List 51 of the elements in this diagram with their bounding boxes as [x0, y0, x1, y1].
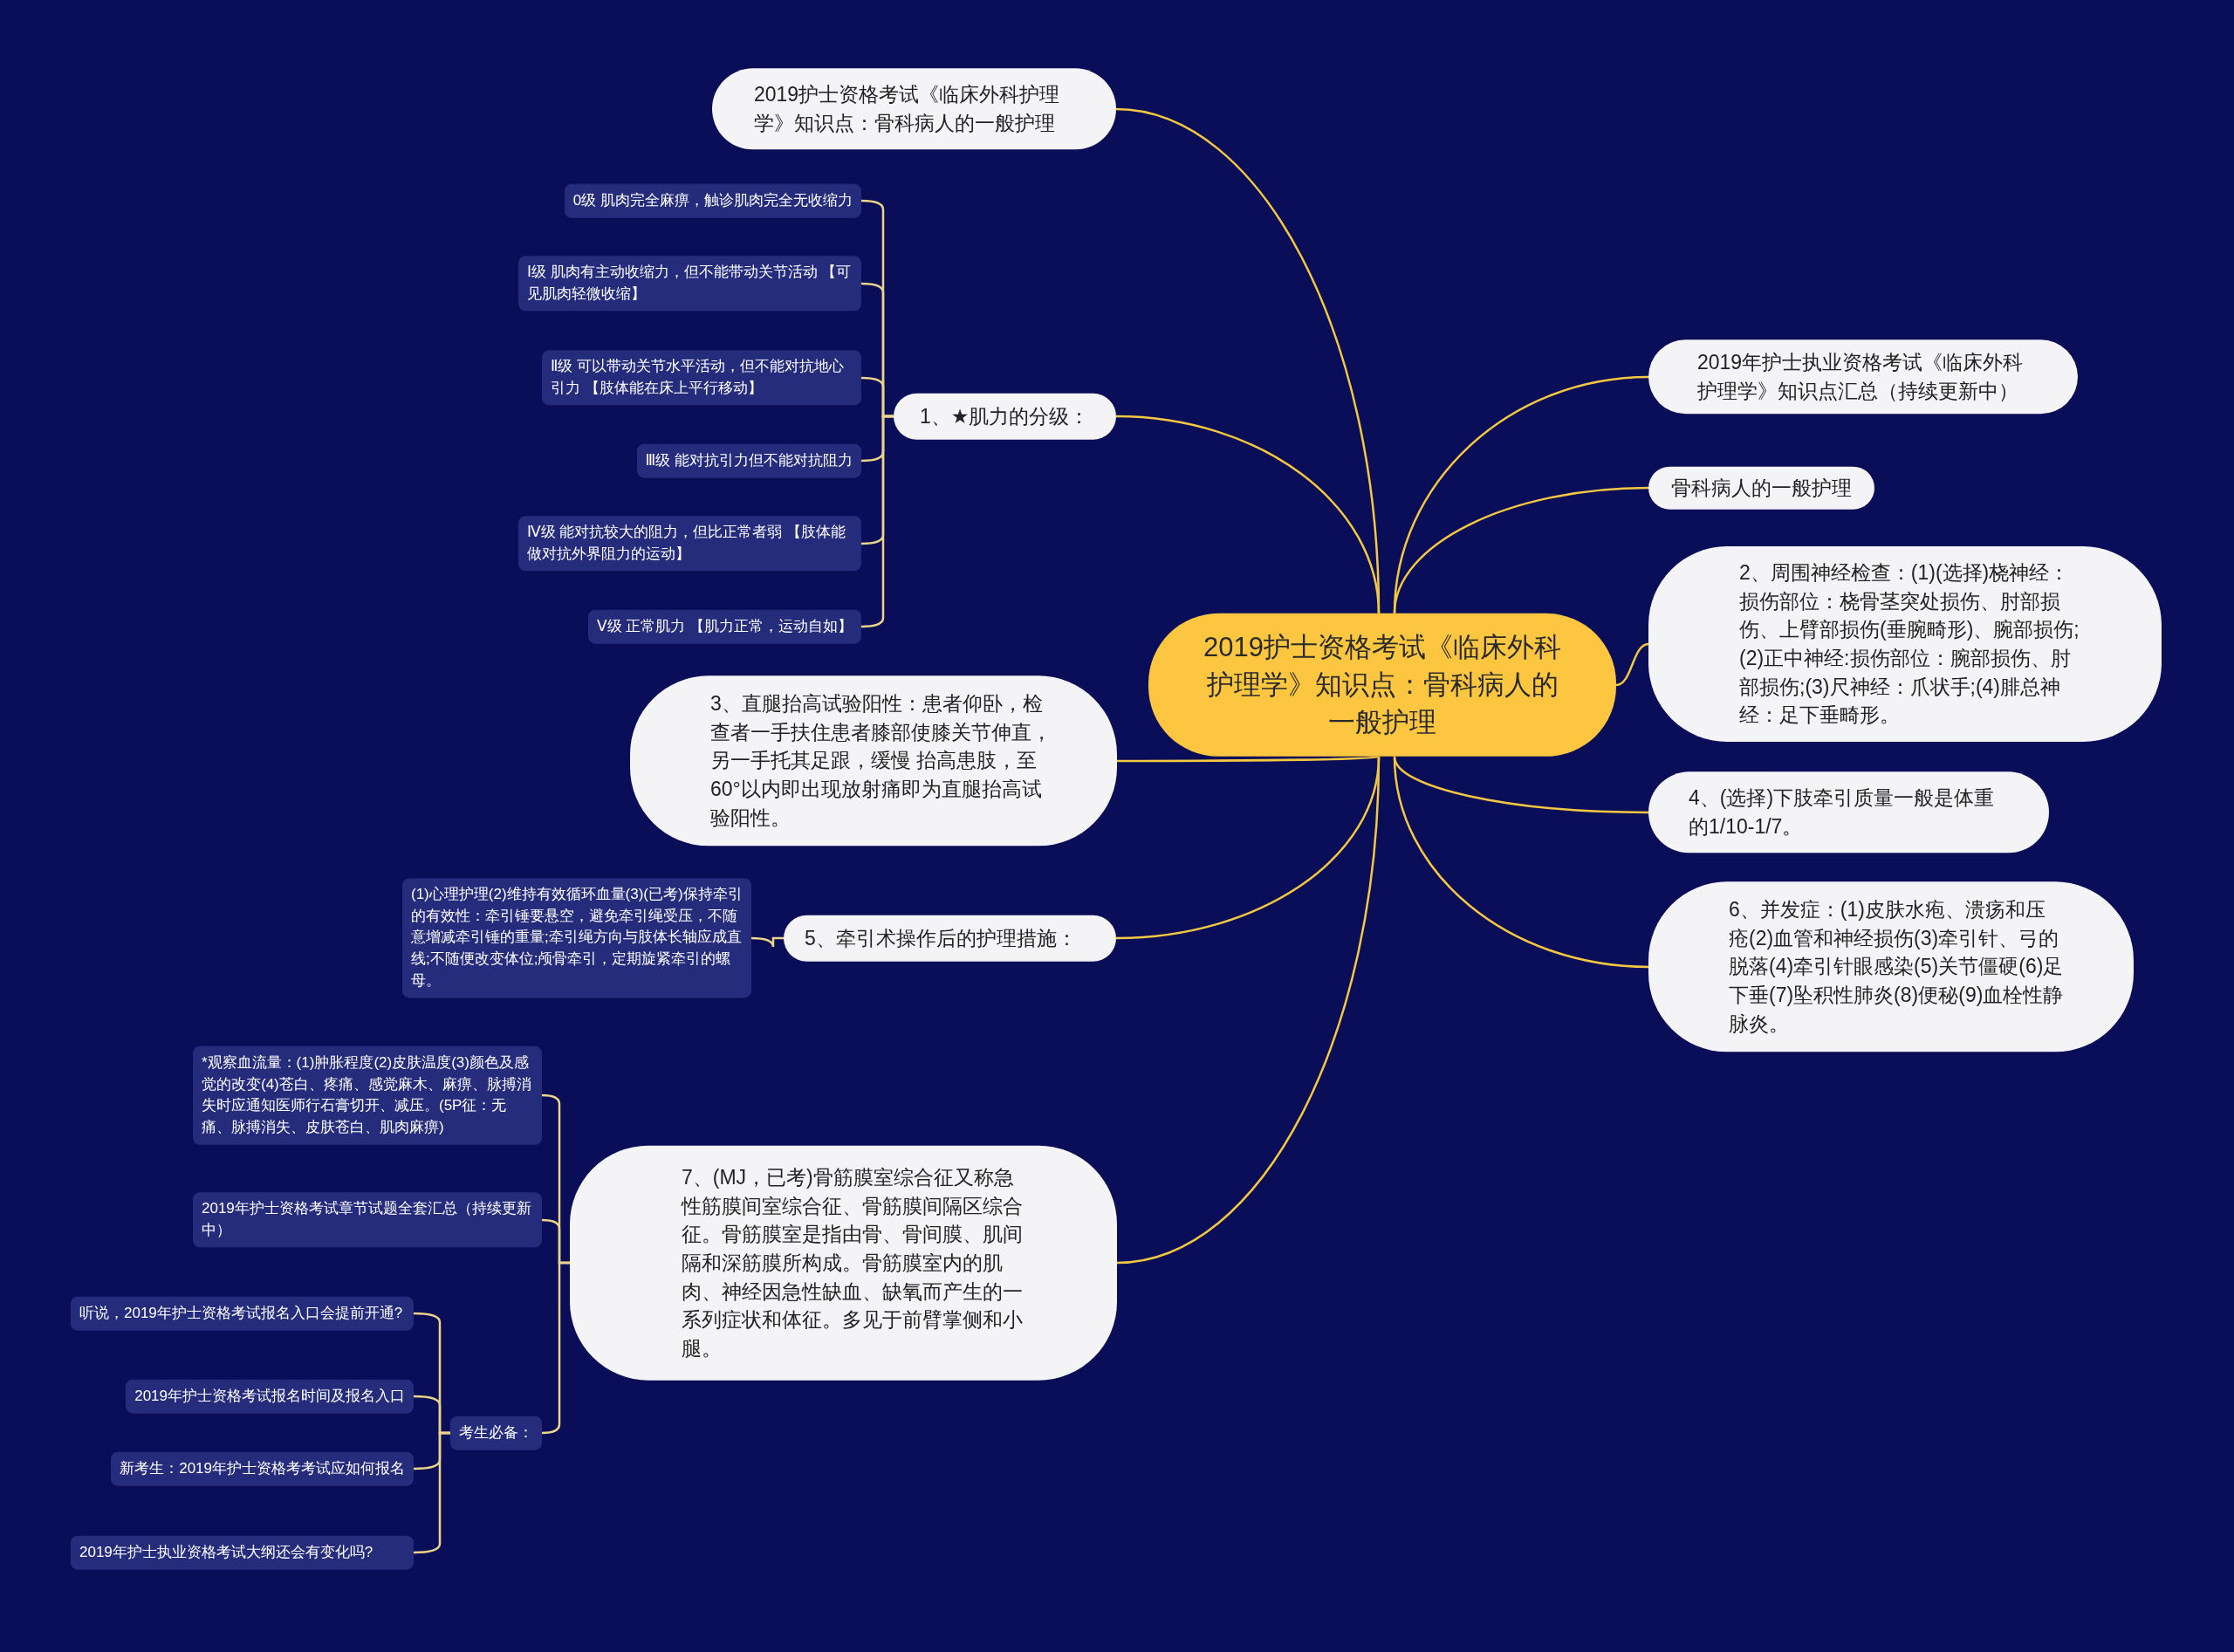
subtopic-card — [193, 1045, 542, 1145]
subtopic-card — [636, 443, 861, 478]
topic-text: 骨科病人的一般护理 — [1671, 475, 1852, 501]
connector-line — [750, 936, 784, 949]
topic-text: 6、并发症：(1)皮肤水疱、溃疡和压疮(2)血管和神经损伤(3)牵引针、弓的脱落(4)牵引针眼感染(5)关节僵硬(6)足下垂(7)坠积性肺炎(8)便秘(9)血栓性静脉炎。 — [1729, 897, 2064, 1037]
topic-node — [1648, 466, 1874, 510]
subtopic-card — [402, 878, 751, 998]
topic-text: 听说，2019年护士资格考试报名入口会提前开通? — [79, 1303, 404, 1323]
connector-line — [1393, 757, 1649, 969]
subtopic-card — [193, 1192, 542, 1248]
topic-text: Ⅰ级 肌肉有主动收缩力，但不能带动关节活动 【可见肌肉轻微收缩】 — [527, 263, 853, 304]
topic-text: 2019年护士资格考试报名时间及报名入口 — [134, 1386, 405, 1406]
subtopic-card — [71, 1296, 414, 1331]
connector-line — [1115, 415, 1381, 614]
topic-text: 新考生：2019年护士资格考考试应如何报名 — [120, 1458, 405, 1478]
topic-text: 2019年护士执业资格考试《临床外科护理学》知识点汇总（持续更新中） — [1697, 350, 2025, 404]
subtopic-card — [111, 1451, 414, 1486]
connector-line — [1116, 757, 1381, 1265]
connector-line — [1117, 755, 1380, 763]
topic-text: 3、直腿抬高试验阳性：患者仰卧，检查者一手扶住患者膝部使膝关节伸直，另一手托其足跟，缓慢 抬高患肢，至60°以内即出现放射痛即为直腿抬高试验阳性。 — [710, 691, 1052, 831]
topic-text: (1)心理护理(2)维持有效循环血量(3)(已考)保持牵引的有效性：牵引锤要悬空，避免牵引绳受压，不随意增减牵引锤的重量;牵引绳方向与肢体长轴应成直线;不随便改变体位;颅骨牵引，定期旋紧牵引的螺母。 — [411, 885, 743, 991]
subtopic-card — [542, 350, 861, 406]
topic-text: 7、(MJ，已考)骨筋膜室综合征又称急性筋膜间室综合征、骨筋膜间隔区综合征。骨筋膜室是指由骨、骨间膜、肌间隔和深筋膜所构成。骨筋膜室内的肌肉、神经因急性缺血、缺氧而产生的一系列症状和体征。多见于前臂掌侧和小腿。 — [682, 1164, 1024, 1361]
topic-node — [570, 1145, 1117, 1381]
topic-text: Ⅲ级 能对抗引力但不能对抗阻力 — [645, 450, 853, 470]
connector-line — [1393, 756, 1648, 814]
subtopic-card — [71, 1535, 414, 1570]
connector-line — [1393, 486, 1649, 614]
topic-text: Ⅳ级 能对抗较大的阻力，但比正常者弱 【肢体能做对抗外界阻力的运动】 — [527, 523, 847, 564]
topic-text: 考生必备： — [459, 1422, 533, 1443]
topic-text: 1、★肌力的分级： — [920, 403, 1090, 429]
subtopic-card — [587, 609, 861, 644]
topic-text: Ⅴ级 正常肌力 【肌力正常，运动自如】 — [596, 616, 853, 636]
subtopic-card — [518, 256, 861, 312]
subtopic-card — [518, 516, 861, 572]
topic-node — [784, 915, 1116, 962]
topic-text: 0级 肌肉完全麻痹，触诊肌肉完全无收缩力 — [572, 190, 853, 210]
topic-text: Ⅱ级 可以带动关节水平活动，但不能对抗地心引力 【肢体能在床上平行移动】 — [551, 357, 846, 398]
connector-line — [1615, 642, 1649, 687]
topic-node — [894, 393, 1116, 440]
topic-text: 5、牵引术操作后的护理措施： — [805, 925, 1078, 951]
topic-text: *观察血流量：(1)肿胀程度(2)皮肤温度(3)颜色及感觉的改变(4)苍白、疼痛、感觉麻木、麻痹、脉搏消失时应通知医师行石膏切开、减压。(5P征：无痛、脉搏消失、皮肤苍白、肌肉麻痹) — [202, 1052, 532, 1137]
topic-text: 2019年护士资格考试章节试题全套汇总（持续更新中） — [202, 1199, 532, 1240]
subtopic-card — [126, 1379, 414, 1414]
topic-text: 2019护士资格考试《临床外科护理学》知识点：骨科病人的一般护理 — [754, 82, 1061, 136]
topic-text: 2019护士资格考试《临床外科护理学》知识点：骨科病人的一般护理 — [1203, 630, 1562, 739]
topic-text: 2019年护士执业资格考试大纲还会有变化吗? — [79, 1542, 374, 1562]
topic-text: 2、周围神经检查：(1)(选择)桡神经：损伤部位：桡骨茎突处损伤、肘部损伤、上臂部损伤(垂腕畸形)、腕部损伤;(2)正中神经:损伤部位：腕部损伤、肘部损伤;(3)尺神经：爪状手;(4)腓总神经：足下垂畸形。 — [1739, 560, 2080, 729]
subtopic-card — [450, 1416, 542, 1450]
topic-text: 4、(选择)下肢牵引质量一般是体重的1/10-1/7。 — [1689, 785, 1996, 840]
subtopic-card — [564, 183, 861, 218]
